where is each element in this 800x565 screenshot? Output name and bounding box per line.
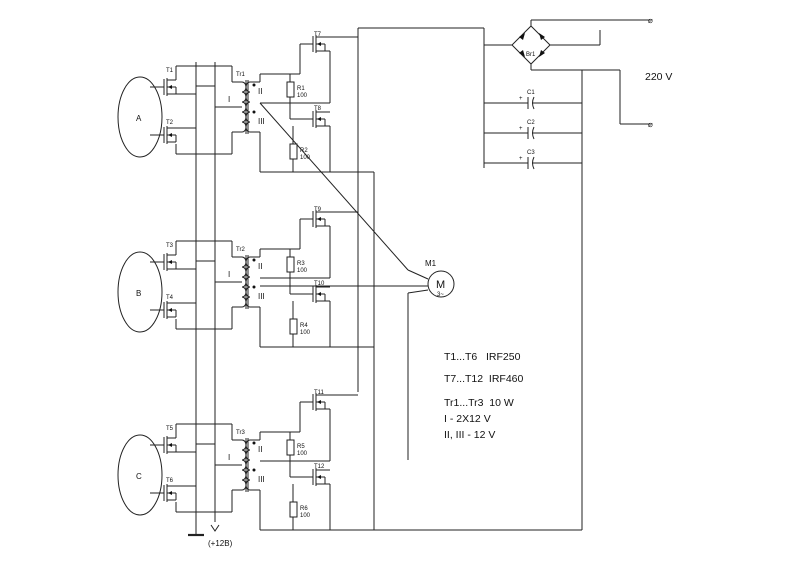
mains-label: 220 V [645,71,672,83]
winding-third: III [258,117,265,126]
winding-b [117,251,163,333]
transistor-low [312,468,326,486]
winding-a [117,76,163,158]
bridge-label: Br1 [526,52,536,58]
motor-label: M1 [425,259,437,268]
capacitor-2: C2 + [484,120,582,140]
transistor-low-label: T10 [314,281,325,287]
transistor-high-label: T9 [314,207,322,213]
motor-symbol: M [436,279,445,291]
resistor-upper-value: 100 [297,451,308,457]
transistor-upper-label: T1 [166,68,174,74]
resistor-lower-label: R4 [300,323,308,329]
notes-block: T1...T6 IRF250 T7...T12 IRF460 Tr1...Tr3… [444,351,524,441]
winding-primary: I [228,453,230,462]
bridge-rectifier [484,19,650,125]
winding-c [117,434,163,516]
transistor-lower-label: T2 [166,120,174,126]
resistor-lower [289,143,298,160]
capacitor-label: C2 [527,120,535,126]
winding-second: II [258,262,262,271]
transformer-label: Tr2 [236,247,245,253]
resistor-lower-value: 100 [300,513,311,519]
winding-third: III [258,292,265,301]
transistor-lower-label: T4 [166,295,174,301]
terminal-top: ⌀ [648,16,653,25]
capacitor-polarity: + [519,96,523,102]
transistor-upper [163,253,177,271]
resistor-upper [286,439,295,456]
capacitor-polarity: + [519,126,523,132]
ground-symbol [188,530,204,537]
winding-second: II [258,87,262,96]
capacitor-3: C3 + [484,150,582,170]
winding-primary: I [228,270,230,279]
resistor-upper-value: 100 [297,268,308,274]
transistor-high [312,35,326,53]
resistor-lower [289,318,298,335]
transistor-lower-label: T6 [166,478,174,484]
resistor-lower [289,501,298,518]
transistor-lower [163,301,177,319]
motor: M 3~ [259,102,455,460]
transistor-low-label: T8 [314,106,322,112]
phase-sections: AT1T2Tr1IIIIIIT7R1100T8R2100BT3T4Tr2IIII… [117,32,374,531]
transformer-label: Tr1 [236,72,245,78]
transistor-low [312,285,326,303]
transistor-upper-label: T3 [166,243,174,249]
transistor-upper [163,436,177,454]
resistor-lower-value: 100 [300,155,311,161]
resistor-lower-label: R2 [300,148,308,154]
resistor-upper-label: R3 [297,261,305,267]
transistor-lower [163,126,177,144]
transistor-upper-label: T5 [166,426,174,432]
transistor-high-label: T11 [314,390,325,396]
motor-phase: 3~ [437,292,444,298]
terminal-bottom: ⌀ [648,120,653,129]
resistor-upper-label: R1 [297,86,305,92]
note-line-2: T7...T12 IRF460 [444,373,524,385]
winding-second: II [258,445,262,454]
transistor-low [312,110,326,128]
resistor-lower-value: 100 [300,330,311,336]
transistor-lower [163,484,177,502]
winding-primary: I [228,95,230,104]
capacitor-1: C1 + [484,90,582,110]
supply-terminal [210,524,220,532]
winding-third: III [258,475,265,484]
transistor-high-label: T7 [314,32,322,38]
transformer-label: Tr3 [236,430,245,436]
phase-label: A [136,114,142,123]
resistor-upper [286,256,295,273]
capacitor-polarity: + [519,156,523,162]
resistor-upper-label: R5 [297,444,305,450]
note-line-1: T1...T6 IRF250 [444,351,521,363]
capacitor-bank: C1 + C2 + C3 + [484,90,582,170]
phase-label: C [136,472,142,481]
note-line-3: Tr1...Tr3 10 W [444,397,514,409]
supply-label: (+12B) [208,539,233,548]
resistor-upper [286,81,295,98]
note-line-5: II, III - 12 V [444,429,495,441]
transistor-high [312,210,326,228]
phase-label: B [136,289,141,298]
transistor-upper [163,78,177,96]
resistor-upper-value: 100 [297,93,308,99]
transistor-low-label: T12 [314,464,325,470]
transistor-high [312,393,326,411]
capacitor-label: C1 [527,90,535,96]
resistor-lower-label: R6 [300,506,308,512]
note-line-4: I - 2X12 V [444,413,491,425]
capacitor-label: C3 [527,150,535,156]
